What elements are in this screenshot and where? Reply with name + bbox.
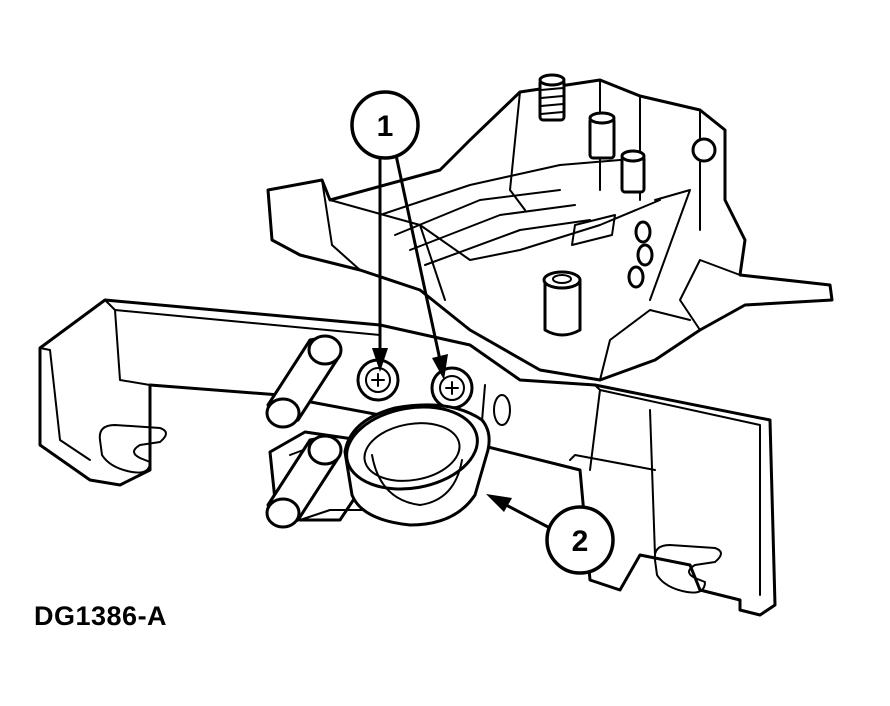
pins	[265, 334, 343, 529]
callout-2: 2	[545, 505, 615, 575]
center-post	[542, 270, 582, 337]
top-springs	[538, 73, 717, 289]
callout-1-label: 1	[377, 110, 394, 143]
callout-2-label: 2	[572, 525, 589, 558]
callout-1: 1	[350, 90, 420, 160]
upper-housing	[266, 78, 834, 382]
leader-lines	[372, 153, 550, 529]
bushing	[343, 403, 491, 527]
figure-id: DG1386-A	[34, 601, 168, 631]
screws	[356, 358, 474, 410]
